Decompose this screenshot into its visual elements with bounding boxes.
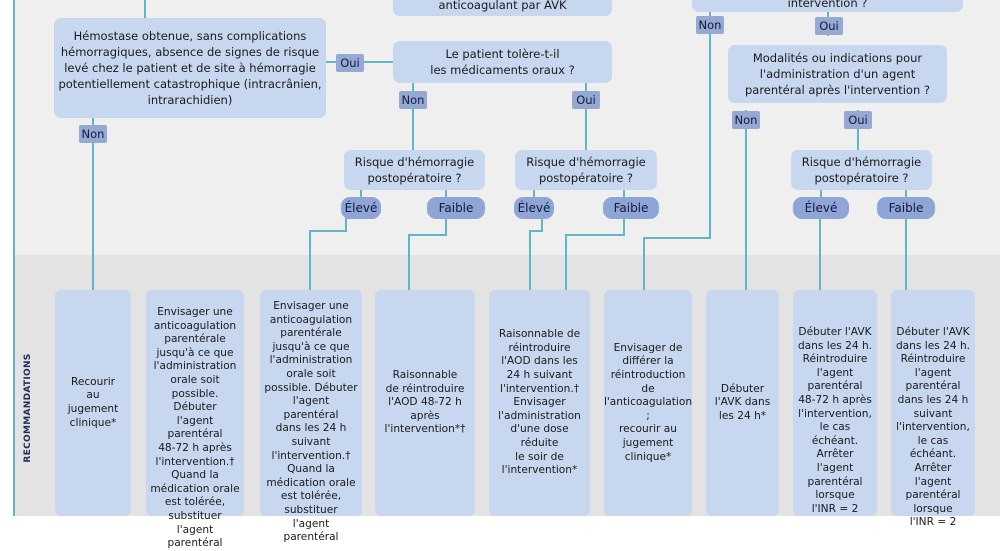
label-non-tolere: Non <box>399 91 427 109</box>
label-oui-modalites: Oui <box>844 111 872 129</box>
rec-parenteral-24h: Envisager une anticoagulation parentéral… <box>260 290 362 543</box>
box-hemostase: Hémostase obtenue, sans complications hé… <box>54 18 326 118</box>
side-rule <box>13 0 15 516</box>
rec-avk-24h: Débuter l'AVK dans les 24 h* <box>706 290 779 516</box>
label-oui-hemostase: Oui <box>336 54 364 72</box>
pill-faible-1: Faible <box>427 197 485 219</box>
pill-eleve-1: Élevé <box>341 197 381 219</box>
label-oui-right: Oui <box>815 17 843 35</box>
box-risque-hemorragie-1: Risque d'hémorragie postopératoire ? <box>344 150 485 190</box>
label-non-right: Non <box>696 16 724 34</box>
label-non-hemostase: Non <box>79 125 107 143</box>
box-risque-hemorragie-2: Risque d'hémorragie postopératoire ? <box>515 150 657 190</box>
pill-eleve-3: Élevé <box>793 197 849 219</box>
rec-avk-parenteral-24h: Débuter l'AVK dans les 24 h. Réintroduir… <box>891 290 975 528</box>
box-right-intervention: intervention ? <box>692 0 963 12</box>
box-avk-anticoagulant: anticoagulant par AVK <box>393 0 612 16</box>
pill-faible-2: Faible <box>603 197 659 219</box>
label-non-modalites: Non <box>732 111 760 129</box>
box-risque-hemorragie-3: Risque d'hémorragie postopératoire ? <box>791 150 932 190</box>
label-oui-tolere: Oui <box>572 91 600 109</box>
rec-aod-24h: Raisonnable de réintroduire l'AOD dans l… <box>489 290 590 516</box>
pill-faible-3: Faible <box>877 197 935 219</box>
rec-differer: Envisager de différer la réintroduction … <box>604 290 692 516</box>
rec-parenteral-48-72: Envisager une anticoagulation parentéral… <box>146 290 244 549</box>
pill-eleve-2: Élevé <box>514 197 554 219</box>
rec-jugement-clinique: Recourir au jugement clinique* <box>55 290 131 516</box>
rec-avk-parenteral-48-72: Débuter l'AVK dans les 24 h. Réintroduir… <box>793 290 877 516</box>
box-tolere-oral: Le patient tolère-t-il les médicaments o… <box>393 41 612 83</box>
box-modalites-parenteral: Modalités ou indications pour l'administ… <box>728 45 947 103</box>
rec-aod-48-72: Raisonnable de réintroduire l'AOD 48-72 … <box>375 290 475 516</box>
